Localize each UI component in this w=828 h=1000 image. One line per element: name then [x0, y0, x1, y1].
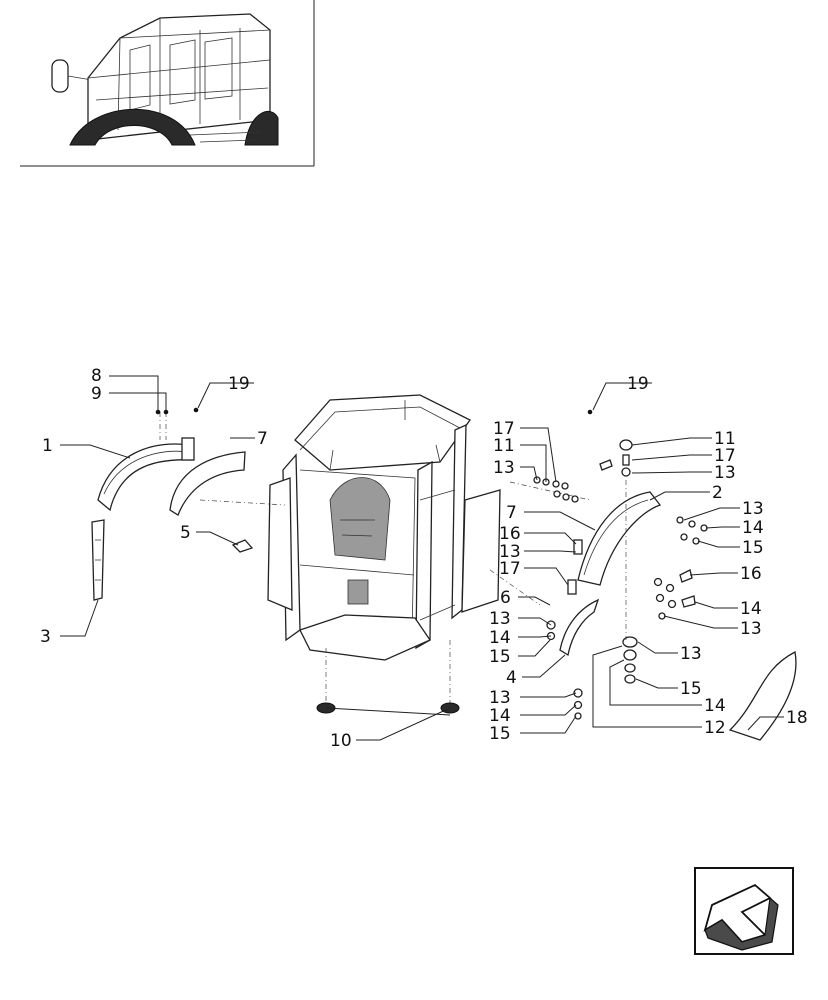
callout-13-right-3: 13 — [740, 619, 762, 639]
callout-19-right: 19 — [627, 374, 649, 394]
callout-14-right-2: 14 — [740, 599, 762, 619]
callout-14-low-right: 14 — [704, 696, 726, 716]
callout-13-low: 13 — [489, 688, 511, 708]
callout-15-low: 15 — [489, 724, 511, 744]
callout-3: 3 — [40, 627, 51, 647]
callout-15-low-right: 15 — [680, 679, 702, 699]
callout-13-mid-2: 13 — [489, 609, 511, 629]
callout-13-top: 13 — [493, 458, 515, 478]
callout-17-mid: 17 — [499, 559, 521, 579]
callout-2: 2 — [712, 483, 723, 503]
callout-13-mid: 13 — [499, 542, 521, 562]
callout-8: 8 — [91, 366, 102, 386]
callout-17-right: 17 — [714, 446, 736, 466]
right-fender-parts — [533, 409, 797, 741]
arrow-back-icon[interactable] — [694, 867, 794, 955]
callout-15-mid: 15 — [489, 647, 511, 667]
callout-18: 18 — [786, 708, 808, 728]
callout-12: 12 — [704, 718, 726, 738]
left-fender-parts — [91, 407, 254, 601]
callout-16-mid: 16 — [499, 524, 521, 544]
callout-14-right: 14 — [742, 518, 764, 538]
callout-19-left: 19 — [228, 374, 250, 394]
callout-14-mid: 14 — [489, 628, 511, 648]
tractor-cab-thumbnail — [20, 0, 315, 167]
callout-5: 5 — [180, 523, 191, 543]
callout-16-right: 16 — [740, 564, 762, 584]
callout-1: 1 — [42, 436, 53, 456]
callout-11-top: 11 — [493, 436, 515, 456]
callout-7-left: 7 — [257, 429, 268, 449]
callout-14-low: 14 — [489, 706, 511, 726]
leader-lines — [60, 375, 784, 741]
callout-13-low-right: 13 — [680, 644, 702, 664]
callout-4: 4 — [506, 668, 517, 688]
callout-9: 9 — [91, 384, 102, 404]
callout-13-right-2: 13 — [742, 499, 764, 519]
callout-6: 6 — [500, 588, 511, 608]
callout-13-right: 13 — [714, 463, 736, 483]
callout-15-right: 15 — [742, 538, 764, 558]
cab-assembly — [199, 394, 591, 714]
callout-labels: 8 9 19 1 7 5 3 10 19 17 11 13 11 17 13 2… — [40, 366, 808, 751]
callout-17-top: 17 — [493, 419, 515, 439]
callout-11-right: 11 — [714, 429, 736, 449]
callout-7-right: 7 — [506, 503, 517, 523]
callout-10: 10 — [330, 731, 352, 751]
